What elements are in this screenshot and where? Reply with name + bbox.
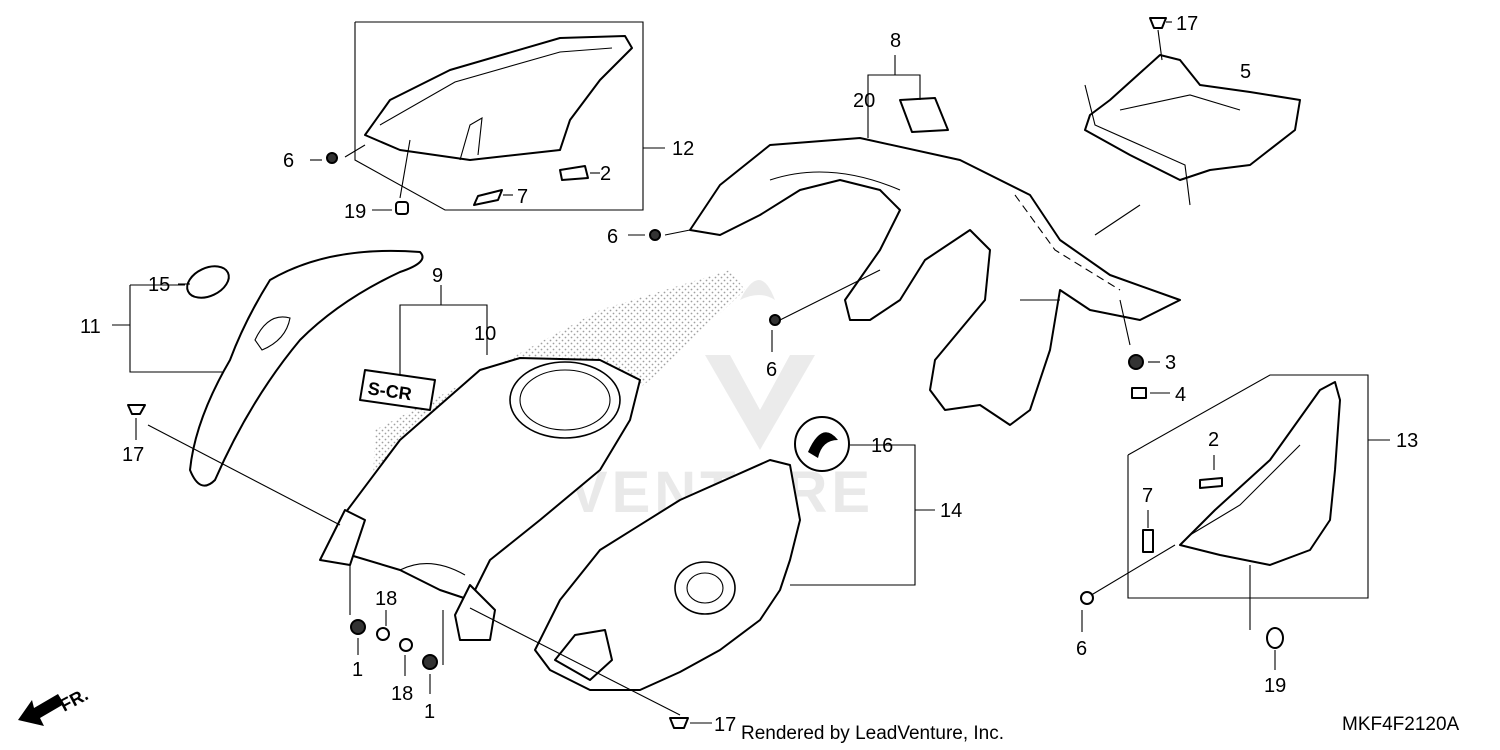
callout-10: 10 — [474, 323, 496, 345]
bracket-5 — [1084, 54, 1301, 181]
callout-20: 20 — [853, 90, 875, 112]
leader-lines — [147, 29, 1251, 716]
callout-17-bottom: 17 — [714, 714, 736, 736]
callout-6-d: 6 — [1076, 638, 1087, 660]
callout-7-b: 7 — [1142, 485, 1153, 507]
callout-1-b: 1 — [424, 701, 435, 723]
callout-12: 12 — [672, 138, 694, 160]
callout-13: 13 — [1396, 430, 1418, 452]
upper-shroud-20 — [689, 137, 1181, 426]
callout-1-a: 1 — [352, 659, 363, 681]
decal-9: S-CR — [359, 369, 436, 411]
emblem-15 — [186, 265, 230, 299]
callout-16: 16 — [871, 435, 893, 457]
callout-numbers: 17 5 8 20 12 6 2 7 19 6 15 9 11 10 6 3 4… — [80, 13, 1418, 736]
callout-9: 9 — [432, 265, 443, 287]
group-14-bracket — [790, 444, 935, 586]
inner-panel-left — [364, 35, 633, 161]
callout-18-a: 18 — [375, 588, 397, 610]
group-12-box — [354, 21, 665, 211]
callout-19-b: 19 — [1264, 675, 1286, 697]
group-8-20-bracket — [867, 55, 921, 138]
tank-cover — [339, 357, 641, 601]
diagram-code: MKF4F2120A — [1342, 714, 1460, 735]
group-9-10-bracket — [399, 285, 488, 398]
callout-8: 8 — [890, 30, 901, 52]
hardware — [127, 17, 1284, 729]
callout-6-b: 6 — [607, 226, 618, 248]
rendered-by-credit: Rendered by LeadVenture, Inc. — [741, 723, 1004, 744]
callout-6-c: 6 — [766, 359, 777, 381]
inner-panel-right — [1179, 381, 1341, 566]
callout-18-b: 18 — [391, 683, 413, 705]
callout-4: 4 — [1175, 384, 1186, 406]
callout-19-a: 19 — [344, 201, 366, 223]
left-shroud — [189, 249, 424, 487]
callout-17-top: 17 — [1176, 13, 1198, 35]
front-arrow-label: FR. — [56, 684, 91, 715]
callout-2-b: 2 — [1208, 429, 1219, 451]
callout-11: 11 — [80, 316, 101, 338]
number-ticks — [135, 21, 1276, 724]
callout-3: 3 — [1165, 352, 1176, 374]
group-11-bracket — [112, 284, 228, 373]
callout-14: 14 — [940, 500, 962, 522]
callout-7-a: 7 — [517, 186, 528, 208]
callout-17-left: 17 — [122, 444, 144, 466]
callout-6-a: 6 — [283, 150, 294, 172]
decal-8 — [899, 97, 949, 133]
callout-2-a: 2 — [600, 163, 611, 185]
callout-5: 5 — [1240, 61, 1251, 83]
group-13-box — [1127, 374, 1390, 599]
callout-15: 15 — [148, 274, 170, 296]
front-arrow: FR. — [18, 684, 91, 726]
